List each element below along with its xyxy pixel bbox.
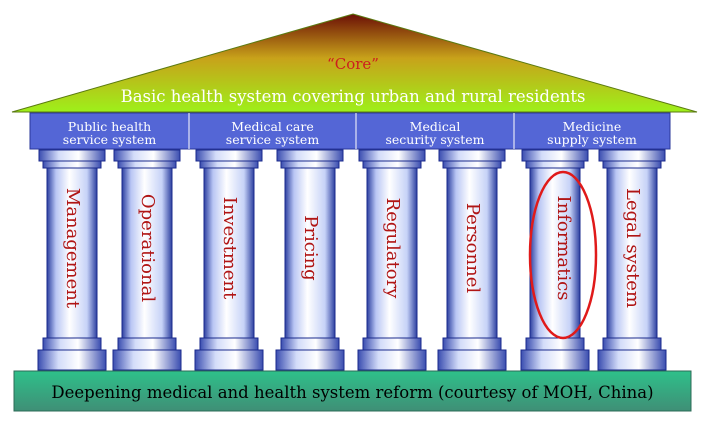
roof-title: Basic health system covering urban and r…	[120, 87, 586, 106]
system-line: Public health	[67, 118, 152, 134]
pillar-plinth	[112, 349, 182, 371]
pillar-plinth	[437, 349, 507, 371]
base-slab	[13, 370, 692, 412]
base-title: Deepening medical and health system refo…	[51, 383, 654, 402]
system-bar	[29, 112, 671, 150]
system-line: service system	[225, 132, 320, 147]
pillar-shaft	[203, 167, 255, 339]
pillar-label-regulatory: Regulatory	[382, 197, 403, 299]
roof-core-label: “Core”	[327, 55, 379, 73]
system-medical-care: Medical care service system	[189, 118, 356, 148]
pillar-label-informatics: Informatics	[553, 195, 574, 301]
pillar-plinth	[194, 349, 264, 371]
pillar-plinth	[597, 349, 667, 371]
system-line: Medicine	[562, 118, 622, 134]
pillar-plinth	[37, 349, 107, 371]
system-public-health: Public health service system	[30, 118, 189, 148]
pillar-plinth	[275, 349, 345, 371]
system-line: supply system	[547, 132, 637, 147]
highlight-ring	[528, 170, 598, 340]
pillar-shaft	[284, 167, 336, 339]
pillar-shaft	[46, 167, 98, 339]
pillar-plinth	[520, 349, 590, 371]
pillar-label-legal-system: Legal system	[622, 188, 643, 308]
pillar-shaft	[366, 167, 418, 339]
pillar-label-operational: Operational	[137, 193, 158, 303]
system-medicine-supply: Medicine supply system	[514, 118, 670, 148]
pillar-label-investment: Investment	[219, 196, 240, 300]
system-line: Medical care	[231, 118, 314, 134]
system-line: service system	[62, 132, 157, 147]
pillar-label-pricing: Pricing	[300, 215, 321, 281]
pillar-plinth	[357, 349, 427, 371]
pillar-label-personnel: Personnel	[462, 202, 483, 294]
pillar-label-management: Management	[62, 187, 83, 309]
roof	[11, 13, 698, 113]
pillar-shaft	[446, 167, 498, 339]
system-line: Medical	[409, 118, 461, 134]
system-medical-security: Medical security system	[356, 118, 514, 148]
pillar-shaft	[606, 167, 658, 339]
system-line: security system	[385, 132, 485, 147]
